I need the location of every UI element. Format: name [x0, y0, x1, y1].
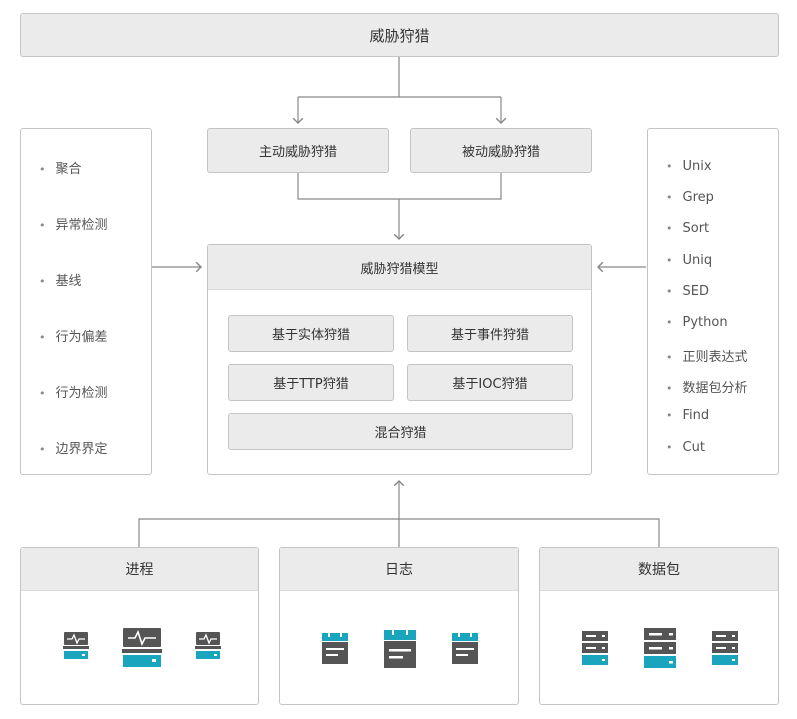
log-document-icon: [384, 627, 416, 668]
model-item-label: 基于实体狩猎: [271, 328, 350, 343]
source-process-title: 进程: [125, 562, 154, 578]
server-icon: [712, 631, 738, 665]
source-packets-header: 数据包: [540, 548, 778, 591]
active-hunting-box: 主动威胁狩猎: [207, 128, 389, 173]
source-logs-header: 日志: [280, 548, 518, 591]
monitor-icon: [63, 632, 89, 659]
hunting-model-title: 威胁狩猎模型: [360, 261, 439, 277]
source-packets-panel: 数据包: [539, 547, 779, 705]
model-item-hybrid: 混合狩猎: [228, 413, 573, 450]
top-split-line: [298, 57, 501, 98]
log-document-icon: [322, 630, 348, 664]
list-item: Uniq: [666, 253, 713, 268]
list-item: 异常检测: [39, 214, 108, 233]
list-item: Sort: [666, 221, 710, 236]
list-item: SED: [666, 284, 709, 299]
list-item: Find: [666, 408, 710, 423]
passive-hunting-box: 被动威胁狩猎: [410, 128, 592, 173]
active-hunting-label: 主动威胁狩猎: [258, 145, 337, 160]
model-item-label: 基于TTP狩猎: [273, 377, 349, 392]
list-item: 正则表达式: [666, 346, 748, 365]
threat-hunting-title: 威胁狩猎: [20, 13, 779, 57]
list-item: 行为检测: [39, 382, 108, 401]
model-item-entity: 基于实体狩猎: [228, 315, 394, 352]
list-item: Grep: [666, 190, 714, 205]
source-process-panel: 进程: [20, 547, 259, 705]
model-item-label: 基于IOC狩猎: [452, 377, 528, 392]
model-item-ttp: 基于TTP狩猎: [228, 364, 394, 401]
list-item: 行为偏差: [39, 326, 108, 345]
list-item: Python: [666, 315, 728, 330]
left-methods-panel: 聚合 异常检测 基线 行为偏差 行为检测 边界界定: [20, 128, 152, 475]
log-document-icon: [452, 630, 478, 664]
model-item-ioc: 基于IOC狩猎: [407, 364, 573, 401]
list-item: 聚合: [39, 158, 82, 177]
list-item: 数据包分析: [666, 377, 748, 396]
source-logs-title: 日志: [385, 562, 413, 578]
server-icon: [582, 631, 608, 665]
threat-hunting-title-text: 威胁狩猎: [369, 26, 430, 45]
merge-line: [297, 173, 502, 200]
right-tools-panel: Unix Grep Sort Uniq SED Python 正则表达式 数据包…: [647, 128, 779, 475]
model-item-label: 基于事件狩猎: [450, 328, 529, 343]
list-item: Unix: [666, 159, 712, 174]
monitor-icon: [195, 632, 221, 659]
list-item: Cut: [666, 440, 705, 455]
source-packets-title: 数据包: [638, 562, 680, 578]
passive-hunting-label: 被动威胁狩猎: [461, 145, 540, 160]
model-item-label: 混合狩猎: [374, 426, 427, 441]
source-logs-panel: 日志: [279, 547, 519, 705]
source-process-header: 进程: [21, 548, 258, 591]
hunting-model-panel: 威胁狩猎模型 基于实体狩猎 基于事件狩猎 基于TTP狩猎 基于IOC狩猎 混合狩…: [207, 244, 592, 475]
monitor-icon: [122, 628, 162, 667]
model-item-event: 基于事件狩猎: [407, 315, 573, 352]
hunting-model-header: 威胁狩猎模型: [208, 245, 591, 290]
list-item: 边界界定: [39, 438, 108, 457]
list-item: 基线: [39, 270, 82, 289]
server-icon: [644, 628, 676, 668]
